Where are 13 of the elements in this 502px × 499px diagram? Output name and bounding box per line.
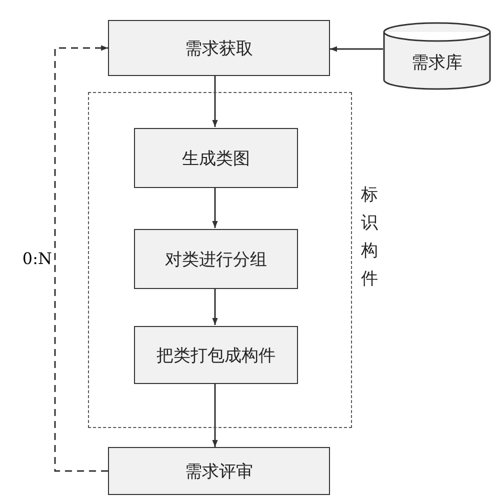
process-box: 把类打包成构件 — [134, 326, 298, 384]
process-box: 生成类图 — [134, 128, 298, 188]
group-heading: 标识构件 — [361, 184, 379, 291]
process-box: 需求评审 — [108, 447, 330, 495]
arrow — [212, 383, 218, 447]
arrow — [212, 187, 218, 228]
arrow — [212, 76, 218, 127]
arrow — [54, 45, 108, 472]
database-label: 需求库 — [412, 52, 462, 74]
arrow — [330, 46, 383, 52]
arrow — [212, 288, 218, 325]
process-box: 需求获取 — [108, 20, 330, 76]
process-box: 对类进行分组 — [134, 229, 298, 289]
